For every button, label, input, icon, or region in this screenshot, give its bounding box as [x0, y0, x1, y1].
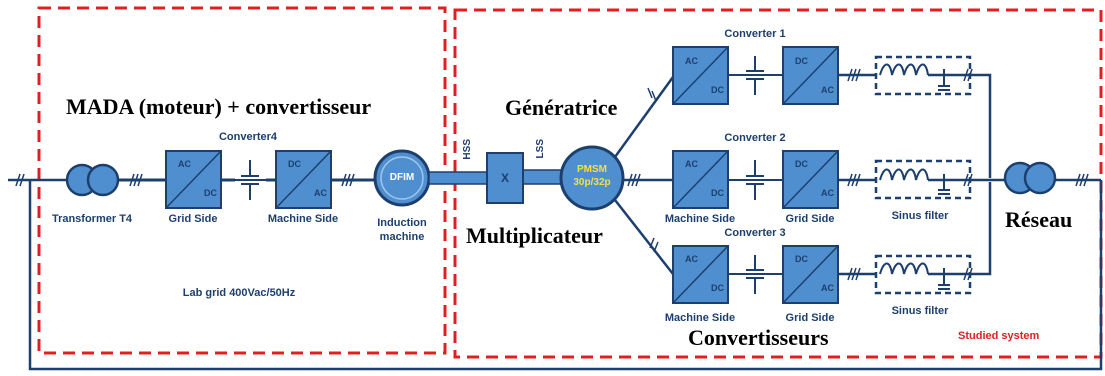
converter-1-row [672, 46, 992, 178]
pmsm-poles-label: 30p/32p [573, 177, 611, 188]
machine-side-label: Machine Side [267, 213, 339, 225]
converter-2-machine-side-label: Machine Side [664, 213, 736, 225]
dfim-machine-icon [373, 149, 431, 207]
pmsm-label: PMSM [577, 164, 607, 175]
pmsm-to-converters-wires [613, 76, 675, 275]
converter4-grid-side-block [165, 150, 222, 209]
block-ac-text: AC [178, 159, 191, 169]
block-dc-text: DC [795, 56, 808, 66]
converter4-machine-side-block [275, 150, 332, 209]
block-dc-text: DC [288, 159, 301, 169]
gearbox-block [486, 152, 524, 204]
studied-system-label: Studied system [958, 330, 1040, 342]
lab-grid-label: Lab grid 400Vac/50Hz [182, 287, 296, 299]
block-ac-text: AC [685, 159, 698, 169]
grid-transformer-icon [1003, 161, 1057, 195]
shaft-line [428, 169, 564, 185]
block-dc-text: DC [711, 283, 724, 293]
pmsm-generator-icon [559, 145, 625, 211]
converter-3-filter-label: Sinus filter [891, 305, 949, 317]
block-dc-text: DC [711, 85, 724, 95]
hss-label: HSS [462, 139, 473, 160]
transformer-t4-icon [65, 163, 120, 197]
block-dc-text: DC [795, 159, 808, 169]
converter4-title: Converter4 [218, 131, 278, 143]
lss-label: LSS [535, 139, 546, 159]
block-ac-text: AC [821, 283, 834, 293]
generatrice-label: Génératrice [505, 95, 618, 120]
gearbox-text: X [500, 171, 510, 185]
block-ac-text: AC [314, 188, 327, 198]
left-region-title: MADA (moteur) + convertisseur [66, 94, 372, 119]
convertisseurs-label: Convertisseurs [688, 325, 829, 350]
block-dc-text: DC [711, 188, 724, 198]
block-dc-text: DC [204, 188, 217, 198]
reseau-label: Réseau [1005, 207, 1073, 232]
induction-machine-line1: Induction [377, 217, 427, 229]
converter-3-title: Converter 3 [724, 227, 786, 239]
transformer-t4-label: Transformer T4 [51, 213, 133, 225]
multiplicateur-label: Multiplicateur [466, 223, 603, 248]
converter-3-grid-side-label: Grid Side [785, 312, 835, 324]
dfim-text: DFIM [389, 172, 415, 183]
block-ac-text: AC [685, 56, 698, 66]
block-ac-text: AC [685, 254, 698, 264]
converter-3-row [672, 182, 992, 304]
converter-1-title: Converter 1 [724, 28, 786, 40]
induction-machine-line2: machine [379, 231, 425, 243]
block-ac-text: AC [821, 188, 834, 198]
converter-2-filter-label: Sinus filter [891, 210, 949, 222]
converter4-capacitor-icon [235, 160, 266, 200]
converter-2-title: Converter 2 [724, 132, 786, 144]
converter-2-grid-side-label: Grid Side [785, 213, 835, 225]
converter-2-row [672, 150, 1006, 209]
block-ac-text: AC [821, 85, 834, 95]
converter-3-machine-side-label: Machine Side [664, 312, 736, 324]
grid-side-label: Grid Side [168, 213, 218, 225]
block-dc-text: DC [795, 254, 808, 264]
